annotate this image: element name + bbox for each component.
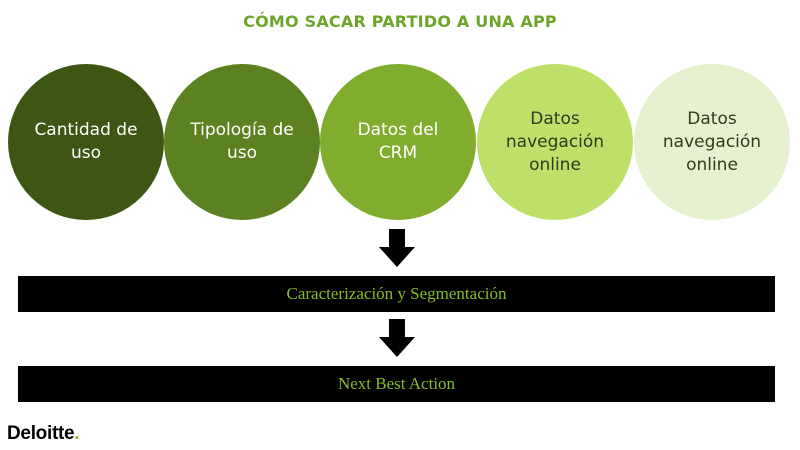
stage-bar-next-best-action: Next Best Action — [18, 366, 775, 402]
circle-datos-navegacion-online-2: Datos navegación online — [634, 64, 790, 220]
circle-label: Cantidad de uso — [34, 120, 138, 163]
circle-datos-navegacion-online-1: Datos navegación online — [477, 64, 633, 220]
down-arrow-icon — [379, 319, 415, 357]
deloitte-logo: Deloitte. — [7, 423, 80, 445]
down-arrow-icon — [379, 229, 415, 267]
logo-dot: . — [74, 423, 80, 444]
circle-label: Datos navegación online — [662, 108, 762, 175]
circle-tipologia-de-uso: Tipología de uso — [164, 64, 320, 220]
stage-bar-segmentacion: Caracterización y Segmentación — [18, 276, 775, 312]
data-sources-row: Cantidad de uso Tipología de uso Datos d… — [0, 64, 800, 220]
stage-label: Caracterización y Segmentación — [286, 284, 507, 303]
circle-cantidad-de-uso: Cantidad de uso — [8, 64, 164, 220]
circle-label: Tipología de uso — [190, 120, 294, 163]
logo-text: Deloitte — [7, 423, 75, 444]
stage-label: Next Best Action — [337, 374, 456, 393]
circle-label: Datos del CRM — [357, 120, 439, 163]
circle-label: Datos navegación online — [505, 108, 605, 175]
circle-datos-del-crm: Datos del CRM — [320, 64, 476, 220]
diagram-title: CÓMO SACAR PARTIDO A UNA APP — [243, 12, 557, 31]
